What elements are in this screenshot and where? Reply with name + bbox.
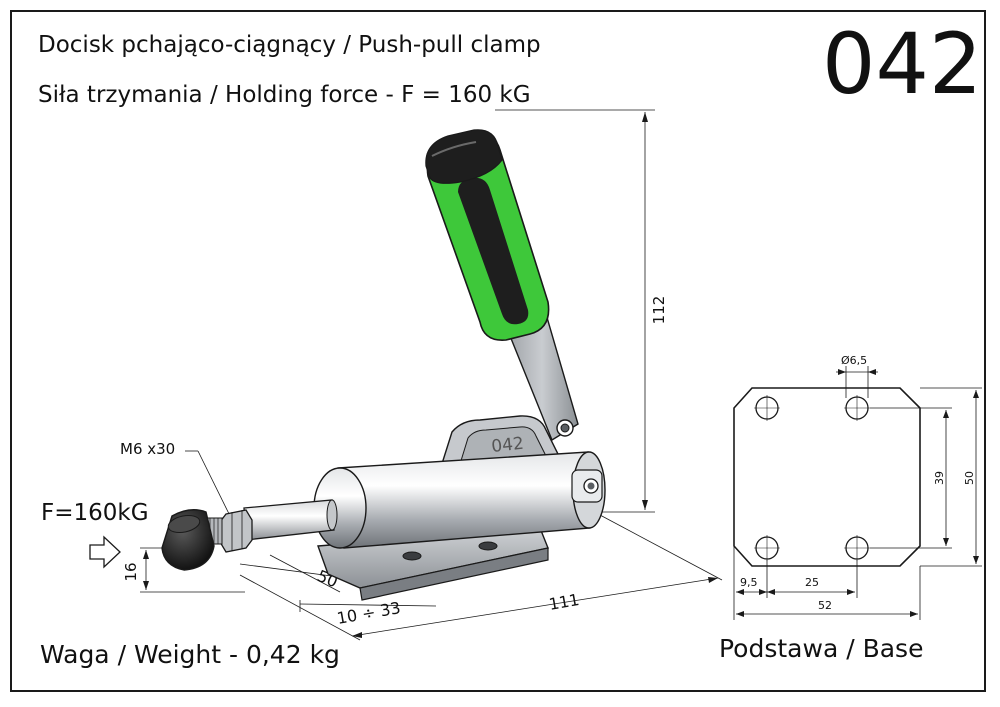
base-dim-hole-spacing-v: 39 — [933, 471, 946, 485]
thread-label: M6 x30 — [120, 440, 176, 458]
dim-base-height: 16 — [122, 562, 140, 581]
push-arrow-icon — [89, 535, 121, 569]
dim-length: 111 — [547, 590, 580, 614]
dim-height: 112 — [650, 296, 668, 325]
base-caption: Podstawa / Base — [719, 634, 924, 663]
force-label: F=160kG — [41, 500, 149, 526]
piston-rod — [243, 499, 338, 541]
base-dimension-arrows — [736, 369, 979, 617]
base-dim-hole: Ø6,5 — [841, 354, 867, 367]
main-cylinder — [313, 451, 606, 549]
base-dim-edge-offset: 9,5 — [740, 576, 758, 589]
title-line-2: Siła trzymania / Holding force - F = 160… — [38, 82, 531, 108]
base-dim-width-v: 50 — [963, 471, 976, 485]
dim-adjust: 10 ÷ 33 — [335, 598, 402, 628]
base-dim-hole-spacing-h: 25 — [805, 576, 819, 589]
base-dimension-lines — [733, 366, 982, 620]
handle-grip — [425, 129, 550, 341]
product-code: 042 — [822, 15, 983, 113]
body-marking: 042 — [490, 434, 524, 457]
base-dim-width-h: 52 — [818, 599, 832, 612]
hex-nut — [219, 509, 253, 553]
base-footprint — [733, 387, 921, 567]
sheet-border — [10, 10, 986, 692]
title-line-1: Docisk pchająco-ciągnący / Push-pull cla… — [38, 32, 541, 58]
weight-label: Waga / Weight - 0,42 kg — [40, 640, 340, 669]
dimension-arrows — [143, 112, 718, 638]
pressure-knob — [161, 509, 215, 571]
